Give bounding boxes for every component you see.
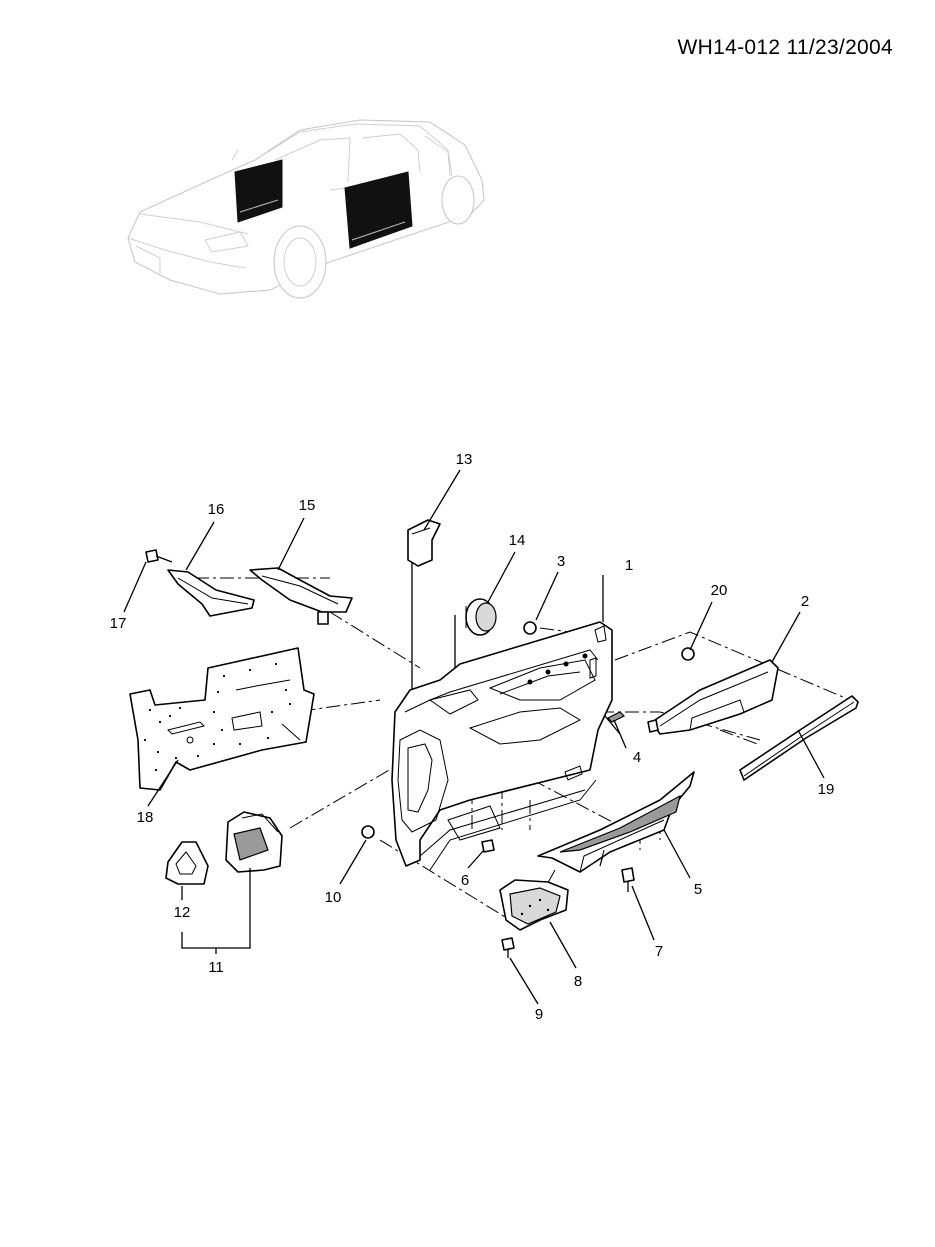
rear-door-highlight [344,171,413,249]
sound-insulator-pad [129,647,315,791]
callout-9: 9 [535,1006,543,1023]
callout-12: 12 [174,904,191,921]
speaker-grille [465,598,497,636]
document-code: WH14-012 11/23/2004 [677,36,893,59]
callout-14: 14 [509,532,526,549]
callout-17: 17 [110,615,127,632]
map-pocket [537,771,695,873]
door-trim-panel [391,621,613,871]
fasteners [145,549,695,958]
armrest-pull-cup [647,659,779,735]
leader-lines [123,469,825,1005]
door-molding-strip [739,695,859,781]
callout-7: 7 [655,943,663,960]
callout-5: 5 [694,881,702,898]
callout-labels: 1 2 3 4 5 6 7 8 9 10 11 12 13 14 15 16 1… [110,451,835,1023]
callout-20: 20 [711,582,728,599]
callout-1: 1 [625,557,633,574]
callout-16: 16 [208,501,225,518]
upper-reinforcement-bracket [249,567,353,625]
callout-6: 6 [461,872,469,889]
front-door-highlight [234,159,283,223]
handle-bezel-trim [165,841,209,885]
callout-18: 18 [137,809,154,826]
callout-4: 4 [633,749,641,766]
callout-11: 11 [208,959,224,976]
callout-8: 8 [574,973,582,990]
handle-bezel-assembly [225,811,283,873]
vehicle-locator-illustration [127,119,485,299]
callout-10: 10 [325,889,342,906]
switch-bezel-bracket [499,879,569,931]
callout-3: 3 [557,553,565,570]
sail-panel-insert [407,519,441,567]
callout-19: 19 [818,781,835,798]
callout-13: 13 [456,451,473,468]
callout-15: 15 [299,497,316,514]
callout-2: 2 [801,593,809,610]
lower-reinforcement-bracket [167,569,255,617]
